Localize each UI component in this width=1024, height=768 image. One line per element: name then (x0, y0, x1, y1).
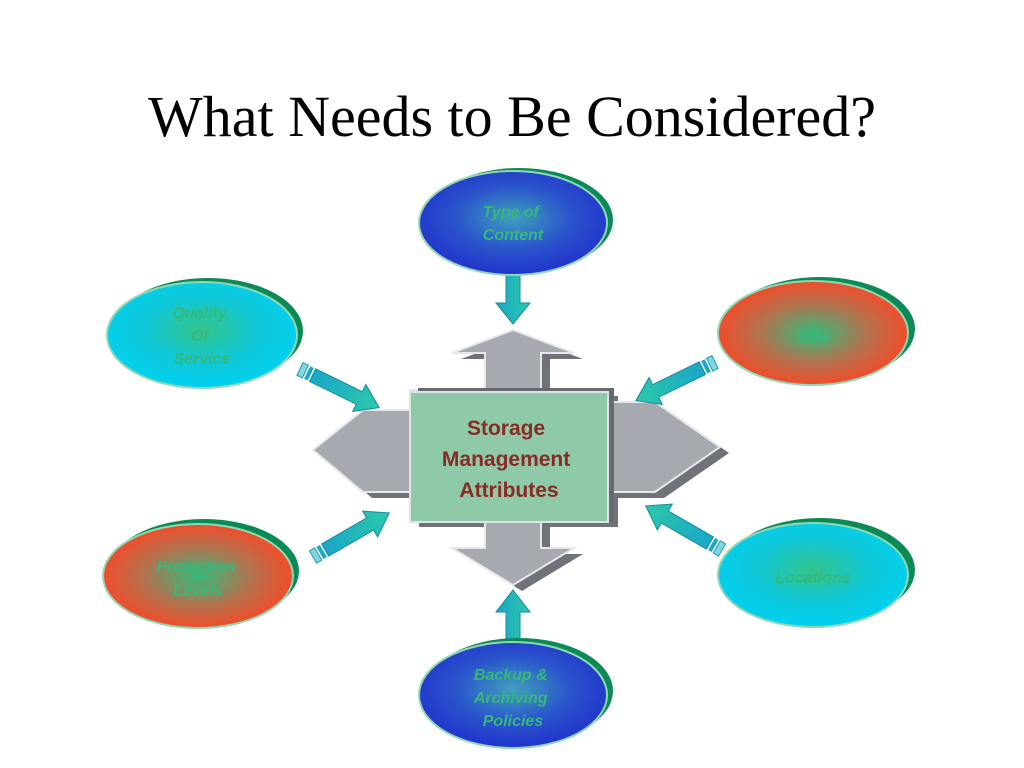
center-label: Storage Management Attributes (442, 417, 576, 502)
arrow-lower-left (308, 510, 390, 564)
center-box (409, 388, 614, 523)
node-quality-of-service-line-1: Quality (173, 305, 228, 322)
slide-title: What Needs to Be Considered? (147, 84, 876, 149)
arrow-upper-left (296, 362, 380, 413)
node-protection-levels-line-1: Protection (156, 559, 235, 576)
center-label-line-2: Management (442, 448, 570, 471)
arrow-lower-right (645, 503, 727, 557)
node-type-of-content: Type of Content (418, 168, 613, 276)
svg-text:Protection Levels: Protection Levels (156, 559, 240, 600)
node-locations-line-1: Locations (775, 570, 851, 587)
svg-text:Type of Content: Type of Content (483, 204, 544, 244)
node-quality-of-service-line-2: Of (191, 328, 210, 345)
node-quality-of-service-line-3: Service (174, 351, 231, 368)
node-quality-of-service: Quality Of Service (106, 278, 303, 389)
node-type-of-content-line-1: Type of (483, 204, 541, 221)
node-protection-levels-line-2: Levels (173, 583, 223, 600)
node-backup-line-1: Backup & (474, 667, 548, 684)
node-backup-line-2: Archiving (473, 690, 548, 707)
node-backup-line-3: Policies (483, 713, 544, 730)
node-locations: Locations (717, 518, 915, 628)
svg-text:Size: Size (797, 330, 829, 347)
arrow-upper-right (635, 355, 719, 406)
node-protection-levels: Protection Levels (102, 519, 299, 629)
center-label-line-1: Storage (467, 417, 545, 440)
svg-text:Backup & Archiving: Backup & Archiving Policies (473, 667, 552, 730)
node-type-of-content-line-2: Content (483, 227, 544, 244)
node-backup-archiving-policies: Backup & Archiving Policies (418, 638, 613, 749)
node-size-line-1: Size (797, 330, 829, 347)
center-label-line-3: Attributes (459, 479, 558, 502)
node-size: Size (717, 277, 915, 386)
svg-text:Quality Of Ser: Quality Of Service (173, 305, 232, 368)
svg-text:Locations: Locations (775, 570, 851, 587)
